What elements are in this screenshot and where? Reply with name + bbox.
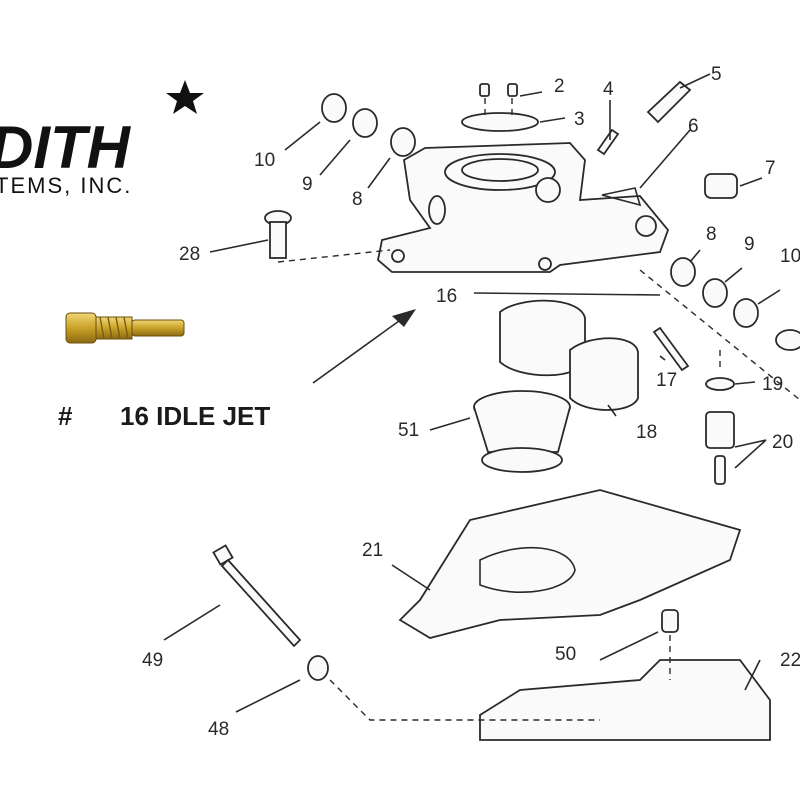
- callout-3: 3: [574, 109, 585, 130]
- mixture-screw-49: [212, 544, 302, 648]
- callout-2: 2: [554, 76, 565, 97]
- callout-17: 17: [656, 370, 677, 391]
- callout-6: 6: [688, 116, 699, 137]
- leader-lines: [163, 73, 800, 721]
- carburetor-body: [377, 142, 670, 273]
- idle-jet-image: [65, 312, 185, 344]
- callout-4: 4: [603, 79, 614, 100]
- callout-numbers: 2 3 4 5 6 7 10 9 8 8 9 10 28 16 17 18 19…: [142, 64, 800, 740]
- screw-50: [661, 609, 679, 633]
- washers-right: [670, 257, 800, 351]
- gasket-3: [461, 112, 539, 132]
- callout-50: 50: [555, 644, 576, 665]
- arrow-head: [392, 309, 416, 327]
- callout-8-left: 8: [352, 189, 363, 210]
- callout-20: 20: [772, 432, 793, 453]
- brand-logo: DITH TEMS, INC.: [0, 80, 204, 198]
- needle-seat-20: [705, 411, 735, 485]
- callout-7: 7: [765, 158, 776, 179]
- screw-5: [646, 80, 692, 124]
- needle-4: [596, 128, 620, 156]
- callout-10-right: 10: [780, 246, 800, 267]
- callout-18: 18: [636, 422, 657, 443]
- screws-2: [479, 83, 518, 120]
- callout-16: 16: [436, 286, 457, 307]
- callout-9-left: 9: [302, 174, 313, 195]
- callout-48: 48: [208, 719, 229, 740]
- venturi-51: [473, 390, 571, 473]
- callout-28: 28: [179, 244, 200, 265]
- callout-22: 22: [780, 650, 800, 671]
- callout-10-left: 10: [254, 150, 275, 171]
- logo-subtitle: TEMS, INC.: [0, 173, 132, 198]
- logo-text: DITH: [0, 114, 132, 181]
- callout-19: 19: [762, 374, 783, 395]
- part-label-text: 16 IDLE JET: [120, 401, 270, 431]
- gasket-21: [398, 489, 742, 639]
- screw-7: [704, 173, 738, 199]
- pointer-arrow: [312, 312, 411, 384]
- callout-21: 21: [362, 540, 383, 561]
- star-icon: [166, 80, 204, 114]
- float-18: [499, 299, 639, 411]
- pin-17: [652, 326, 690, 372]
- washers-left: [321, 93, 416, 157]
- washer-19: [705, 377, 735, 391]
- body-22: [479, 659, 771, 741]
- callout-51: 51: [398, 420, 419, 441]
- callout-49: 49: [142, 650, 163, 671]
- callout-5: 5: [711, 64, 722, 85]
- spring-48: [307, 655, 329, 681]
- screw-28: [264, 210, 292, 259]
- part-label-hash: #: [58, 401, 73, 431]
- callout-9-right: 9: [744, 234, 755, 255]
- callout-8-right: 8: [706, 224, 717, 245]
